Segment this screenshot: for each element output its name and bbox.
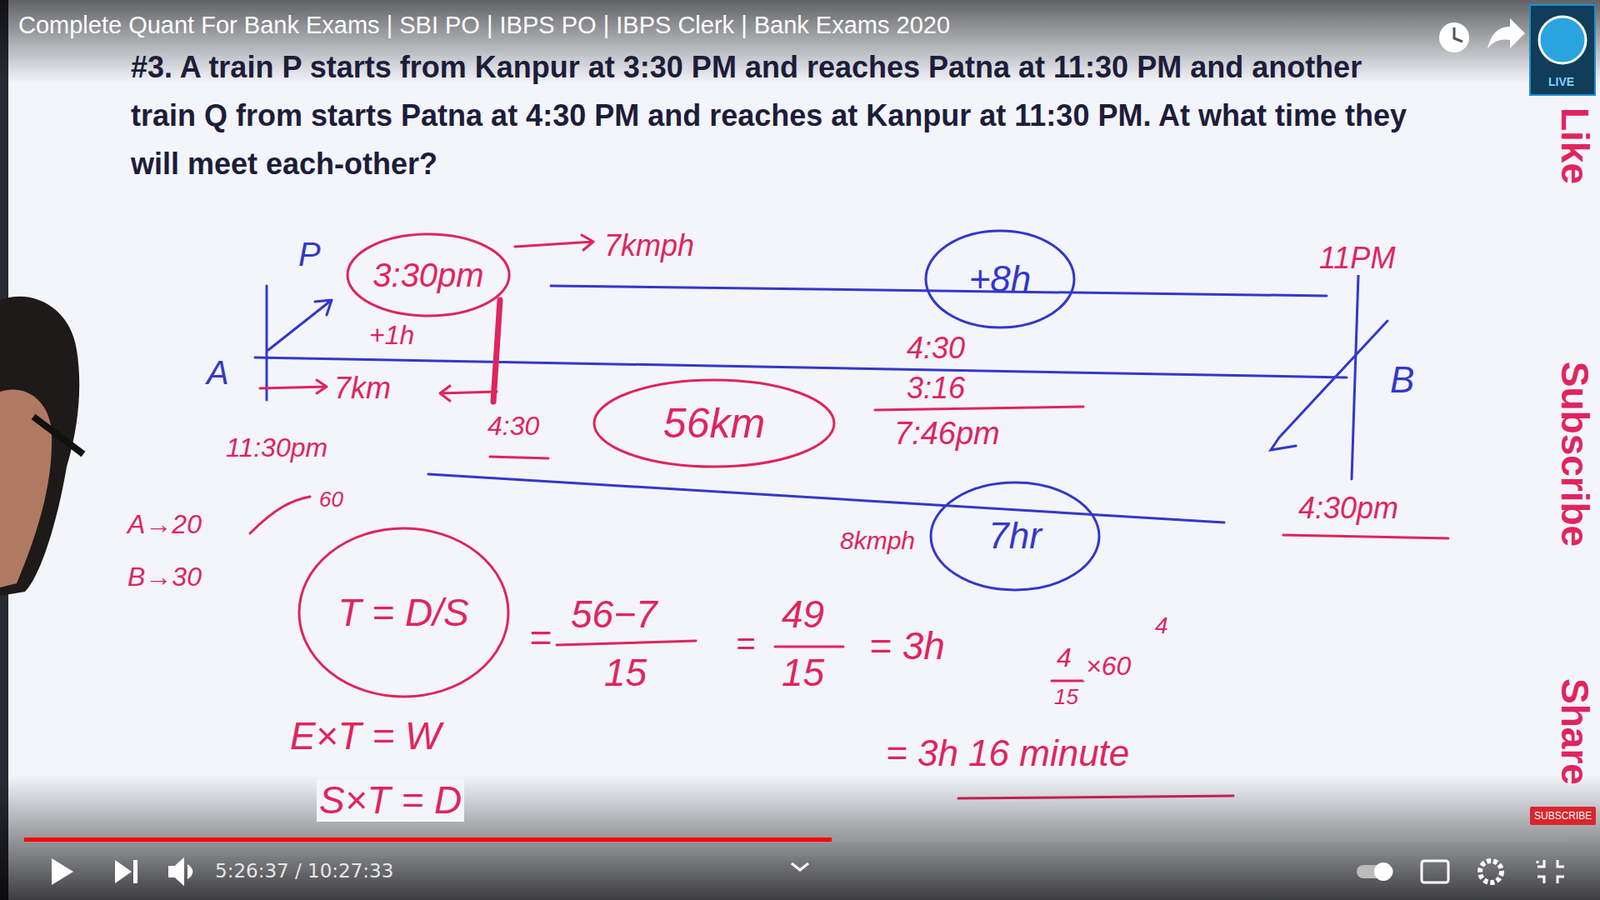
volume-button (169, 859, 192, 885)
sum-term: 4:30 (904, 331, 968, 365)
circled-note: 3:30pm (345, 231, 512, 319)
result-hours: = 3h (866, 625, 948, 668)
video-time: 5:26:37 / 10:27:33 (215, 860, 394, 882)
share-icon (1487, 18, 1525, 49)
working-digit: 4 (1054, 643, 1075, 673)
formula: S×T = D (316, 779, 465, 822)
rate-note: 60 (316, 487, 346, 512)
working-digit: 4 (1152, 613, 1171, 640)
live-badge: LIVE (1548, 75, 1575, 89)
track-lines (255, 275, 1388, 523)
distance-note: 7km (331, 371, 394, 405)
working-term: ×60 (1083, 651, 1134, 681)
side-share: Share (1552, 678, 1598, 785)
circle-stroke (594, 380, 835, 467)
play-button (51, 858, 74, 885)
teacher-glasses (33, 416, 84, 455)
circled-text: 56km (663, 400, 765, 447)
time-note: 4:30 (485, 411, 542, 441)
final-answer: = 3h 16 minute (883, 733, 1132, 774)
circled-text: +8h (969, 259, 1032, 300)
rate-note: B→30 (125, 562, 205, 592)
circle-stroke (299, 528, 509, 697)
circled-note: 7hr (928, 480, 1102, 593)
speed-note: 8kmph (837, 526, 918, 555)
time-note: 4:30pm (1295, 491, 1401, 525)
circled-note: +8h (923, 228, 1077, 330)
fraction-numerator: 49 (779, 593, 827, 636)
rate-note: A→20 (125, 510, 205, 540)
circle-stroke (930, 482, 1100, 590)
fraction-denominator: 15 (779, 651, 827, 695)
circled-text: T = D/S (337, 591, 469, 635)
speed-note: 7kmph (601, 229, 697, 263)
clock-hands (1454, 27, 1463, 42)
circle-stroke (347, 234, 510, 316)
point-label: B (1387, 360, 1417, 400)
side-like: Like (1552, 107, 1598, 185)
autoplay-knob (1374, 862, 1393, 881)
annotation-strokes (250, 235, 1449, 799)
fraction-denominator: 15 (601, 651, 650, 695)
circled-text: 7hr (988, 515, 1042, 556)
formula: E×T = W (287, 715, 444, 758)
circled-note: 56km (591, 377, 837, 470)
logo-circle (1539, 16, 1586, 64)
circled-note: T = D/S (296, 525, 511, 700)
subscribe-button: SUBSCRIBE (1530, 806, 1596, 825)
video-title: Complete Quant For Bank Exams | SBI PO |… (18, 11, 950, 40)
side-subscribe: Subscribe (1552, 361, 1598, 547)
circled-text: 3:30pm (372, 256, 484, 294)
sum-result: 7:46pm (891, 416, 1003, 452)
channel-logo (1530, 5, 1595, 95)
fullscreen-button (1537, 860, 1565, 884)
settings-button (1480, 860, 1502, 883)
circle-stroke (925, 230, 1075, 328)
time-note: 11PM (1316, 241, 1398, 275)
point-label: A (204, 354, 232, 391)
time-note: +1h (366, 320, 417, 350)
equals-sign: = (733, 625, 758, 662)
progress-played (24, 837, 832, 842)
clock-icon (1439, 22, 1470, 53)
chevron (791, 863, 809, 870)
point-label: P (295, 235, 324, 273)
bottom-gradient (0, 775, 1600, 900)
fraction-numerator: 56−7 (568, 593, 660, 636)
question-text: #3. A train P starts from Kanpur at 3:30… (130, 43, 1431, 189)
time-note: 11:30pm (223, 433, 330, 463)
progress-track (24, 837, 1567, 842)
next-button (115, 860, 138, 884)
teacher-face (0, 389, 52, 588)
sum-term: 3:16 (904, 371, 968, 405)
cc-button (1421, 860, 1449, 883)
working-digit: 15 (1051, 685, 1081, 710)
equals-sign: = (526, 616, 555, 660)
